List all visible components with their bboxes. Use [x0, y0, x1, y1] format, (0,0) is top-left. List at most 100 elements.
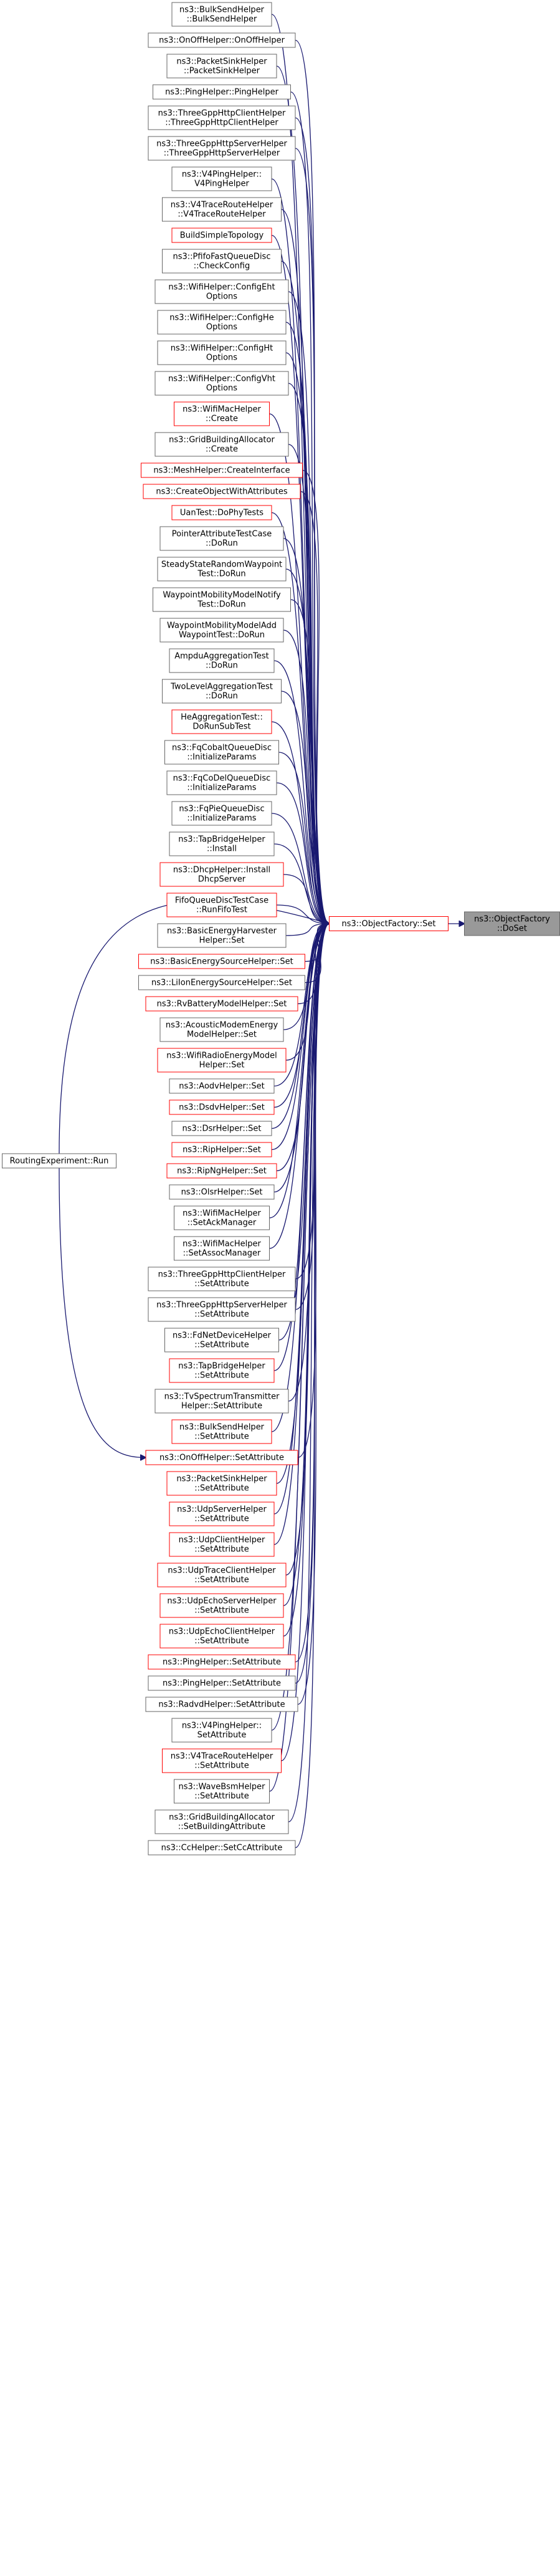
caller-node-ns3-packetsinkhelper-setattribute-box — [166, 1471, 277, 1496]
caller-node-ns3-threegpphttpserverhelper-threegpphttpserverhelper[interactable]: ns3::ThreeGppHttpServerHelper::ThreeGppH… — [148, 136, 296, 161]
caller-node-twolevelaggregationtest-dorun[interactable]: TwoLevelAggregationTest::DoRun — [162, 679, 282, 704]
caller-node-pointerattributetestcase-dorun[interactable]: PointerAttributeTestCase::DoRun — [159, 526, 284, 551]
caller-node-ns3-gridbuildingallocator-create-box — [154, 432, 289, 457]
caller-node-ns3-threegpphttpserverhelper-threegpphttpserverhelper-label: ns3::ThreeGppHttpServerHelper — [156, 140, 287, 149]
caller-node-ns3-threegpphttpclienthelper-setattribute-label: ns3::ThreeGppHttpClientHelper — [158, 1270, 286, 1280]
caller-node-ns3-threegpphttpserverhelper-setattribute[interactable]: ns3::ThreeGppHttpServerHelper::SetAttrib… — [148, 1297, 296, 1322]
caller-node-ns3-wifihelper-configeht-options-label: Options — [206, 292, 237, 302]
caller-node-ns3-pinghelper-pinghelper[interactable]: ns3::PingHelper::PingHelper — [153, 84, 291, 100]
caller-node-ns3-ripnghelper-set[interactable]: ns3::RipNgHelper::Set — [166, 1163, 277, 1179]
caller-node-ns3-udpechoserverhelper-setattribute[interactable]: ns3::UdpEchoServerHelper::SetAttribute — [159, 1593, 284, 1618]
caller-node-ns3-cchelper-setccattribute[interactable]: ns3::CcHelper::SetCcAttribute — [148, 1840, 296, 1855]
object-factory-set-node[interactable]: ns3::ObjectFactory::Set — [329, 916, 448, 931]
caller-node-ns3-meshhelper-createinterface[interactable]: ns3::MeshHelper::CreateInterface — [141, 462, 303, 478]
caller-node-ns3-v4traceroutehelper-setattribute[interactable]: ns3::V4TraceRouteHelper::SetAttribute — [162, 1748, 282, 1773]
caller-node-ns3-fqcobaltqueuedisc-initializeparams[interactable]: ns3::FqCobaltQueueDisc::InitializeParams — [164, 740, 279, 765]
caller-node-ampduaggregationtest-dorun[interactable]: AmpduAggregationTest::DoRun — [169, 648, 275, 673]
caller-node-uantest-dophytests-box — [171, 505, 272, 520]
caller-node-ns3-createobjectwithattributes[interactable]: ns3::CreateObjectWithAttributes — [143, 484, 301, 499]
caller-node-ns3-bulksendhelper-setattribute[interactable]: ns3::BulkSendHelper::SetAttribute — [171, 1419, 272, 1444]
caller-node-ns3-radvdhelper-setattribute[interactable]: ns3::RadvdHelper::SetAttribute — [145, 1697, 298, 1712]
caller-node-ns3-dsdvhelper-set-box — [169, 1099, 275, 1115]
caller-node-uantest-dophytests[interactable]: UanTest::DoPhyTests — [171, 505, 272, 520]
caller-node-ns3-threegpphttpclienthelper-threegpphttpclienthelper[interactable]: ns3::ThreeGppHttpClientHelper::ThreeGppH… — [148, 105, 296, 130]
caller-node-ns3-v4traceroutehelper-v4traceroutehelper[interactable]: ns3::V4TraceRouteHelper::V4TraceRouteHel… — [162, 197, 282, 222]
caller-node-ns3-v4pinghelper-setattribute-label: SetAttribute — [197, 1731, 247, 1740]
caller-node-ns3-udpserverhelper-setattribute-box — [169, 1501, 275, 1526]
caller-node-ns3-pfifofastqueuedisc-checkconfig-box — [162, 249, 282, 274]
caller-node-ampduaggregationtest-dorun-label: ::DoRun — [206, 661, 238, 671]
caller-node-pointerattributetestcase-dorun-box — [159, 526, 284, 551]
caller-node-ns3-v4pinghelper-setattribute[interactable]: ns3::V4PingHelper::SetAttribute — [171, 1718, 272, 1743]
caller-node-fifoqueuedisctestcase-runfifotest-box — [166, 893, 277, 917]
routing-experiment-run-node[interactable]: RoutingExperiment::Run — [2, 1153, 116, 1169]
caller-node-ns3-aodvhelper-set-label: ns3::AodvHelper::Set — [179, 1082, 264, 1091]
caller-node-ns3-basicenergysourcehelper-set[interactable]: ns3::BasicEnergySourceHelper::Set — [138, 954, 305, 969]
caller-node-heaggregationtest-dorunsubtest[interactable]: HeAggregationTest::DoRunSubTest — [171, 709, 272, 734]
caller-node-ns3-fdnetdevicehelper-setattribute[interactable]: ns3::FdNetDeviceHelper::SetAttribute — [164, 1328, 279, 1353]
caller-node-ns3-aodvhelper-set[interactable]: ns3::AodvHelper::Set — [169, 1078, 275, 1094]
object-factory-doset-node[interactable]: ns3::ObjectFactory::DoSet — [464, 911, 560, 936]
caller-node-ns3-pinghelper-setattribute[interactable]: ns3::PingHelper::SetAttribute — [148, 1675, 296, 1691]
caller-node-ns3-fqcodelqueuedisc-initializeparams[interactable]: ns3::FqCoDelQueueDisc::InitializeParams — [166, 770, 277, 795]
caller-node-ns3-tapbridgehelper-setattribute-box — [169, 1358, 275, 1383]
caller-node-ns3-wifihelper-configeht-options-label: ns3::WifiHelper::ConfigEht — [168, 283, 275, 292]
caller-node-ns3-olsrhelper-set[interactable]: ns3::OlsrHelper::Set — [169, 1184, 275, 1200]
caller-node-ns3-bulksendhelper-setattribute-label: ::SetAttribute — [194, 1432, 249, 1442]
caller-node-ns3-threegpphttpserverhelper-setattribute-box — [148, 1297, 296, 1322]
caller-node-ns3-basicenergysourcehelper-set-box — [138, 954, 305, 969]
caller-node-ns3-tapbridgehelper-install[interactable]: ns3::TapBridgeHelper::Install — [169, 831, 275, 856]
caller-node-ns3-packetsinkhelper-setattribute[interactable]: ns3::PacketSinkHelper::SetAttribute — [166, 1471, 277, 1496]
caller-node-waypointmobilitymodeladd-waypointtest-dorun[interactable]: WaypointMobilityModelAddWaypointTest::Do… — [159, 618, 284, 643]
caller-node-ns3-aodvhelper-set-box — [169, 1078, 275, 1094]
edge-caller-21-to-set — [290, 599, 330, 924]
caller-node-ns3-dsdvhelper-set[interactable]: ns3::DsdvHelper::Set — [169, 1099, 275, 1115]
caller-node-ns3-bulksendhelper-bulksendhelper[interactable]: ns3::BulkSendHelper::BulkSendHelper — [171, 2, 272, 27]
caller-node-fifoqueuedisctestcase-runfifotest[interactable]: FifoQueueDiscTestCase::RunFifoTest — [166, 893, 277, 917]
caller-node-ns3-gridbuildingallocator-create[interactable]: ns3::GridBuildingAllocator::Create — [154, 432, 289, 457]
caller-node-ns3-tapbridgehelper-setattribute[interactable]: ns3::TapBridgeHelper::SetAttribute — [169, 1358, 275, 1383]
caller-node-ns3-pfifofastqueuedisc-checkconfig[interactable]: ns3::PfifoFastQueueDisc::CheckConfig — [162, 249, 282, 274]
caller-node-ns3-threegpphttpclienthelper-threegpphttpclienthelper-box — [148, 105, 296, 130]
caller-node-waypointmobilitymodeladd-waypointtest-dorun-label: WaypointMobilityModelAdd — [167, 621, 277, 631]
caller-node-ns3-bulksendhelper-setattribute-box — [171, 1419, 272, 1444]
caller-node-ns3-wifimachelper-setassocmanager[interactable]: ns3::WifiMacHelper::SetAssocManager — [174, 1236, 270, 1261]
caller-node-ns3-threegpphttpclienthelper-setattribute[interactable]: ns3::ThreeGppHttpClientHelper::SetAttrib… — [148, 1266, 296, 1291]
caller-node-ns3-wifimachelper-create[interactable]: ns3::WifiMacHelper::Create — [174, 401, 270, 426]
caller-node-ns3-pinghelper-setattribute[interactable]: ns3::PingHelper::SetAttribute — [148, 1654, 296, 1670]
caller-node-ns3-v4pinghelper-v4pinghelper[interactable]: ns3::V4PingHelper::V4PingHelper — [171, 166, 272, 191]
caller-node-ns3-ripnghelper-set-box — [166, 1163, 277, 1179]
caller-node-ns3-riphelper-set[interactable]: ns3::RipHelper::Set — [171, 1142, 272, 1157]
caller-node-ns3-onoffhelper-onoffhelper[interactable]: ns3::OnOffHelper::OnOffHelper — [148, 32, 296, 48]
caller-node-ns3-udpclienthelper-setattribute[interactable]: ns3::UdpClientHelper::SetAttribute — [169, 1532, 275, 1557]
caller-node-ns3-liionenergysourcehelper-set[interactable]: ns3::LiIonEnergySourceHelper::Set — [138, 975, 305, 990]
caller-node-twolevelaggregationtest-dorun-box — [162, 679, 282, 704]
caller-node-ns3-packetsinkhelper-packetsinkhelper[interactable]: ns3::PacketSinkHelper::PacketSinkHelper — [166, 54, 277, 79]
caller-node-ns3-fqpiequeuedisc-initializeparams[interactable]: ns3::FqPieQueueDisc::InitializeParams — [171, 801, 272, 826]
caller-node-ns3-wavebsmhelper-setattribute[interactable]: ns3::WaveBsmHelper::SetAttribute — [174, 1779, 270, 1804]
caller-node-ns3-rvbatterymodelhelper-set[interactable]: ns3::RvBatteryModelHelper::Set — [145, 996, 298, 1012]
caller-node-ns3-cchelper-setccattribute-box — [148, 1840, 296, 1855]
caller-node-ns3-tvspectrumtransmitter-helper-setattribute[interactable]: ns3::TvSpectrumTransmitterHelper::SetAtt… — [154, 1389, 289, 1414]
caller-node-ns3-udpechoclienthelper-setattribute[interactable]: ns3::UdpEchoClientHelper::SetAttribute — [159, 1624, 284, 1649]
caller-node-ns3-wifihelper-confighe-options-box — [157, 310, 287, 335]
caller-node-ns3-udptraceclienthelper-setattribute[interactable]: ns3::UdpTraceClientHelper::SetAttribute — [157, 1563, 287, 1587]
caller-node-ns3-udpserverhelper-setattribute[interactable]: ns3::UdpServerHelper::SetAttribute — [169, 1501, 275, 1526]
caller-node-ns3-wifimachelper-setackmanager[interactable]: ns3::WifiMacHelper::SetAckManager — [174, 1205, 270, 1230]
caller-node-ns3-gridbuildingallocator-setbuildingattribute[interactable]: ns3::GridBuildingAllocator::SetBuildingA… — [154, 1809, 289, 1834]
object-factory-doset-node-label: ::DoSet — [497, 924, 527, 934]
caller-node-ns3-packetsinkhelper-packetsinkhelper-box — [166, 54, 277, 79]
caller-node-ns3-onoffhelper-setattribute[interactable]: ns3::OnOffHelper::SetAttribute — [145, 1450, 298, 1465]
caller-node-ns3-dsrhelper-set[interactable]: ns3::DsrHelper::Set — [171, 1121, 272, 1136]
caller-node-buildsimpletopology[interactable]: BuildSimpleTopology — [171, 227, 272, 243]
